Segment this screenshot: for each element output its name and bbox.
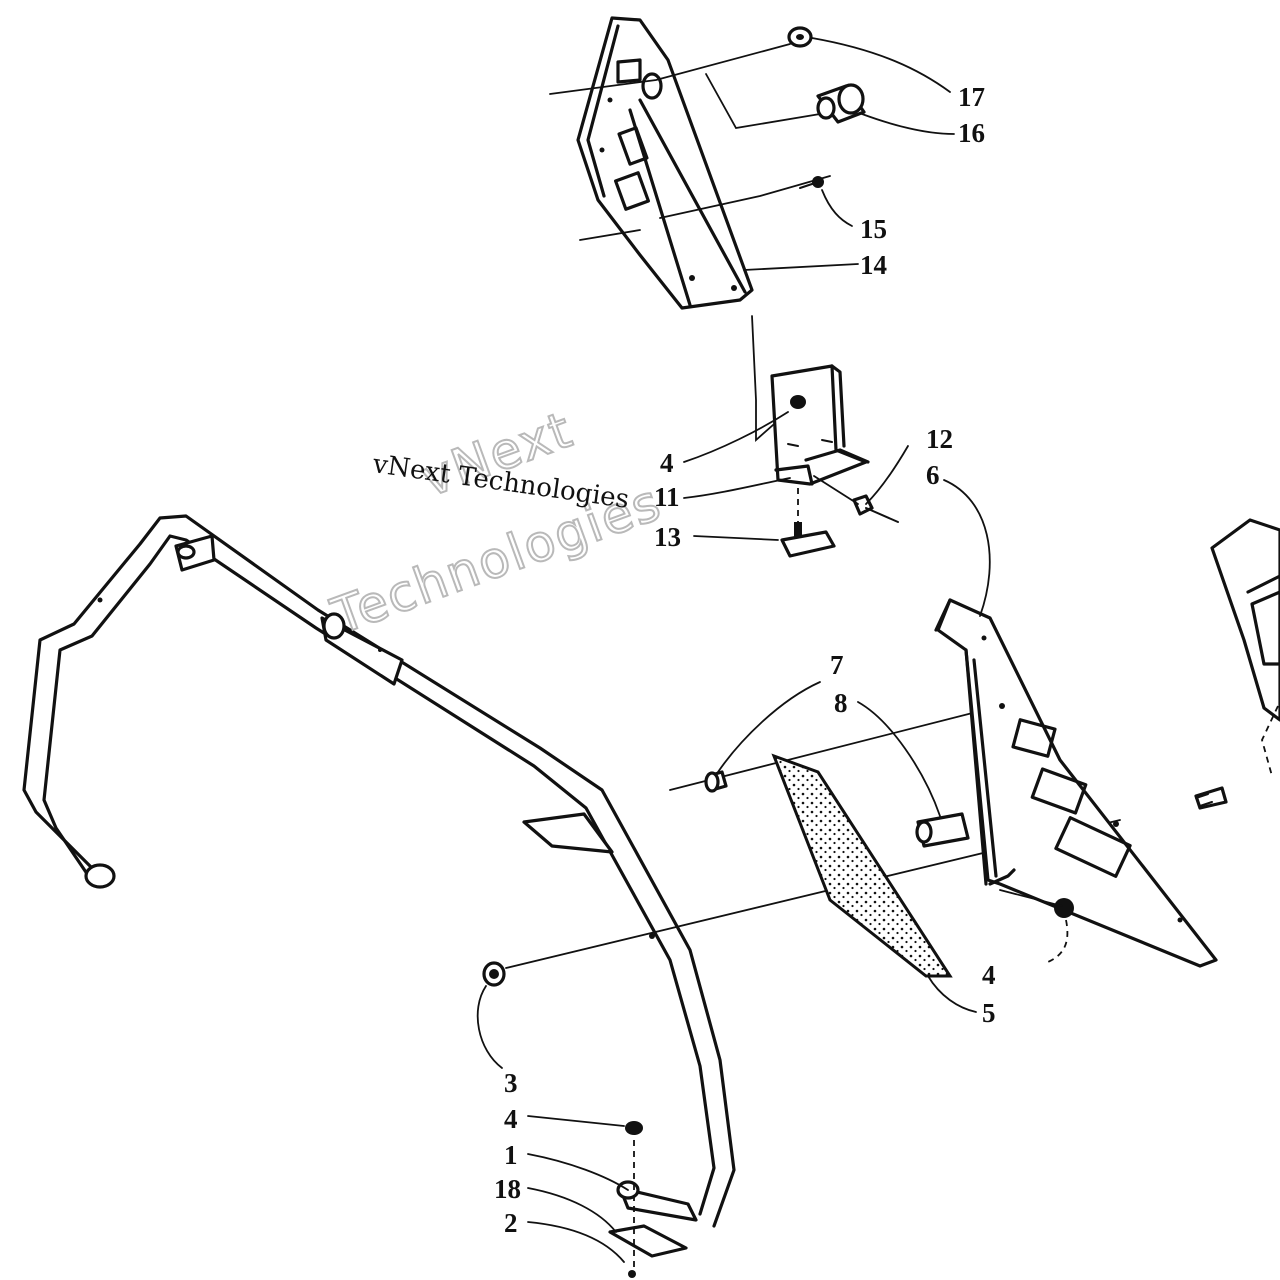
leader-8: [857, 701, 941, 817]
side-plate-6: [934, 598, 1218, 968]
screen-5: [771, 753, 953, 978]
leader-5: [927, 975, 977, 1013]
callout-4-lower: 4: [504, 1104, 518, 1134]
bracket-11: [770, 364, 870, 486]
watermark: vNext Technologies vNext Technologies: [323, 399, 670, 647]
nut-4-plate: [1054, 898, 1074, 918]
leader-16: [861, 113, 955, 135]
callout-3: 3: [504, 1068, 518, 1098]
nut-4-lower: [625, 1121, 643, 1135]
leader-4-plate: [1047, 919, 1069, 963]
leader-6: [943, 479, 991, 617]
leader-12: [865, 445, 909, 505]
leader-15: [821, 189, 853, 227]
callout-5: 5: [982, 998, 996, 1028]
leader-7: [717, 681, 821, 773]
right-edge-part: [1210, 518, 1280, 777]
washer-17: [787, 26, 813, 48]
bolt-7: [704, 770, 728, 793]
callout-13: 13: [654, 522, 681, 552]
callout-1: 1: [504, 1140, 518, 1170]
callout-8: 8: [834, 688, 848, 718]
callout-16: 16: [958, 118, 985, 148]
screw-right: [1194, 786, 1228, 810]
nut-3: [482, 961, 506, 987]
leader-3: [476, 985, 503, 1069]
callout-4-plate: 4: [982, 960, 996, 990]
callout-11: 11: [654, 482, 680, 512]
leader-14: [743, 263, 859, 271]
callout-14: 14: [860, 250, 887, 280]
leader-2: [527, 1221, 625, 1263]
upper-mounting-plate: [576, 16, 754, 310]
callout-7: 7: [830, 650, 844, 680]
callout-15: 15: [860, 214, 887, 244]
leader-17: [811, 37, 951, 93]
screw-12: [813, 475, 899, 523]
callout-17: 17: [958, 82, 985, 112]
callout-12: 12: [926, 424, 953, 454]
rivet-15: [799, 176, 824, 189]
leader-11: [683, 477, 791, 499]
leader-4-lower: [527, 1115, 625, 1127]
bushing-16: [816, 83, 866, 124]
callout-2: 2: [504, 1208, 518, 1238]
callout-4-top: 4: [660, 448, 674, 478]
clip-13: [780, 488, 836, 558]
callout-18: 18: [494, 1174, 521, 1204]
bottom-plate-2: [608, 1140, 688, 1278]
callout-6: 6: [926, 460, 940, 490]
bumper-tube: [22, 514, 736, 1228]
leader-18: [527, 1187, 617, 1233]
leader-1: [527, 1153, 629, 1191]
spacer-8: [915, 812, 970, 848]
leader-13: [693, 535, 779, 541]
leader-4-top: [683, 411, 789, 463]
